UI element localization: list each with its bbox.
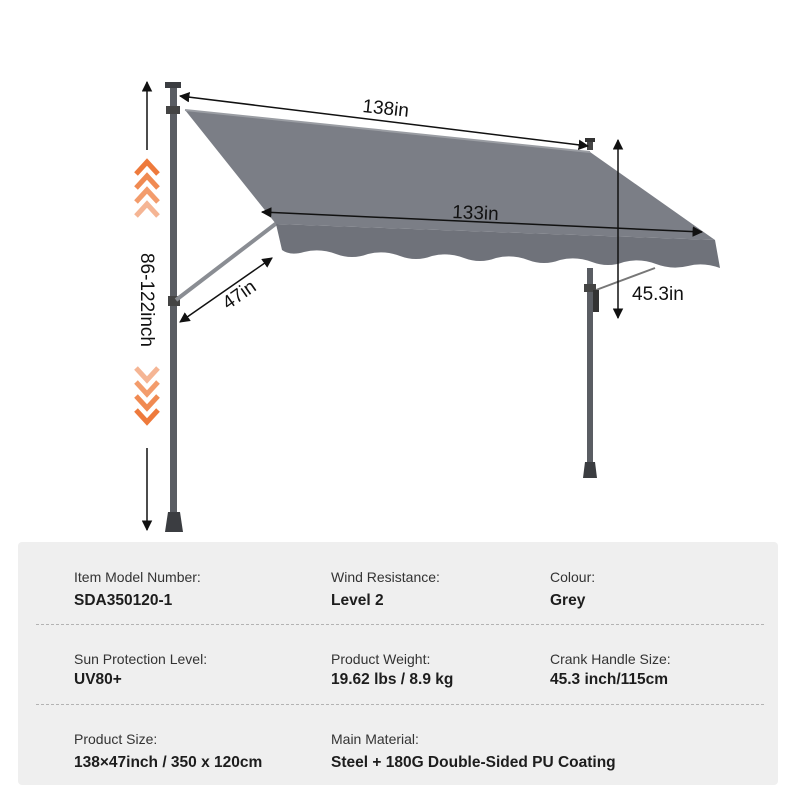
dim-line-projection [179, 257, 273, 323]
awning-diagram: 138in 133in 47in 45.3in [134, 80, 720, 532]
spec-row: Sun Protection Level: UV80+ Product Weig… [18, 624, 778, 704]
spec-item-material: Main Material: Steel + 180G Double-Sided… [331, 730, 616, 774]
spec-item-sun-protection: Sun Protection Level: UV80+ [74, 650, 207, 691]
spec-label: Item Model Number: [74, 569, 201, 585]
spec-label: Colour: [550, 569, 596, 585]
dim-crank-label: 45.3in [632, 284, 684, 305]
spec-item-product-size: Product Size: 138×47inch / 350 x 120cm [74, 730, 262, 774]
spec-value: 45.3 inch/115cm [550, 671, 669, 688]
spec-item-weight: Product Weight: 19.62 lbs / 8.9 kg [331, 650, 453, 691]
chevron-down-icon [134, 366, 160, 426]
spec-value: 138×47inch / 350 x 120cm [74, 754, 263, 771]
spec-value: SDA350120-1 [74, 592, 173, 609]
dim-projection-label: 47in [219, 276, 260, 314]
spec-label: Crank Handle Size: [550, 651, 671, 667]
spec-label: Wind Resistance: [331, 569, 440, 585]
spec-label: Product Weight: [331, 651, 431, 667]
dim-front-label: 133in [452, 202, 499, 225]
spec-value: UV80+ [74, 671, 122, 688]
spec-panel: Item Model Number: SDA350120-1 Wind Resi… [18, 542, 778, 785]
row-divider [36, 704, 764, 705]
spec-value: Grey [550, 592, 586, 609]
left-pole [165, 82, 183, 532]
spec-item-wind: Wind Resistance: Level 2 [331, 568, 440, 612]
spec-item-model: Item Model Number: SDA350120-1 [74, 568, 201, 612]
row-divider [36, 624, 764, 625]
spec-row: Item Model Number: SDA350120-1 Wind Resi… [18, 542, 778, 622]
spec-label: Product Size: [74, 731, 158, 747]
spec-value: Steel + 180G Double-Sided PU Coating [331, 754, 616, 771]
dim-line-front [260, 207, 704, 237]
dim-line-top [178, 91, 590, 151]
support-arm [174, 220, 280, 302]
height-range-label: 86-122inch [136, 252, 157, 348]
spec-value: Level 2 [331, 592, 384, 609]
spec-label: Main Material: [331, 731, 419, 747]
crank-handle [593, 267, 656, 312]
dim-top-label: 138in [361, 96, 409, 122]
spec-row: Product Size: 138×47inch / 350 x 120cm M… [18, 704, 778, 784]
right-pole [583, 138, 597, 478]
chevron-up-icon [134, 158, 160, 218]
spec-item-crank-size: Crank Handle Size: 45.3 inch/115cm [550, 650, 671, 691]
spec-item-colour: Colour: Grey [550, 568, 595, 612]
spec-value: 19.62 lbs / 8.9 kg [331, 671, 454, 688]
spec-label: Sun Protection Level: [74, 651, 208, 667]
